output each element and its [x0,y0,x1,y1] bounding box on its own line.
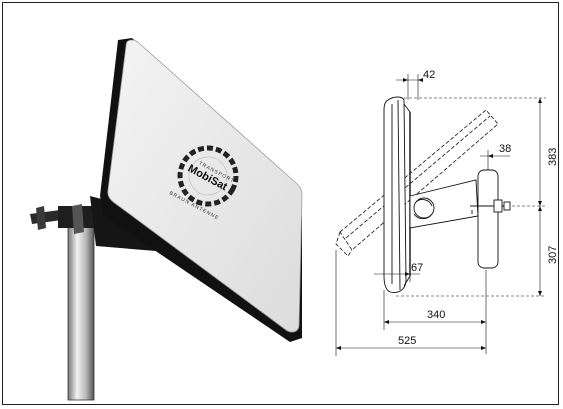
dim-label-38: 38 [499,143,511,155]
dimension-lines [335,74,546,356]
panel-side-view [383,96,411,293]
antenna-photo: TRANSPORT MobiSat BRAUN ANTENNE [30,38,303,401]
dim-label-67: 67 [411,262,423,274]
dim-label-340: 340 [427,309,445,321]
mounting-arm [409,179,479,229]
panel-face [107,39,303,333]
dim-label-525: 525 [398,335,416,347]
dim-label-383: 383 [547,148,559,166]
dim-label-42: 42 [423,69,435,81]
technical-drawing [335,74,546,356]
dim-label-307: 307 [547,246,559,264]
mast-pole [67,221,95,401]
mast-tube [477,169,499,269]
tilted-panel-outline [335,109,499,257]
clamp-bolt [470,199,511,214]
dimension-arrows [336,78,542,350]
